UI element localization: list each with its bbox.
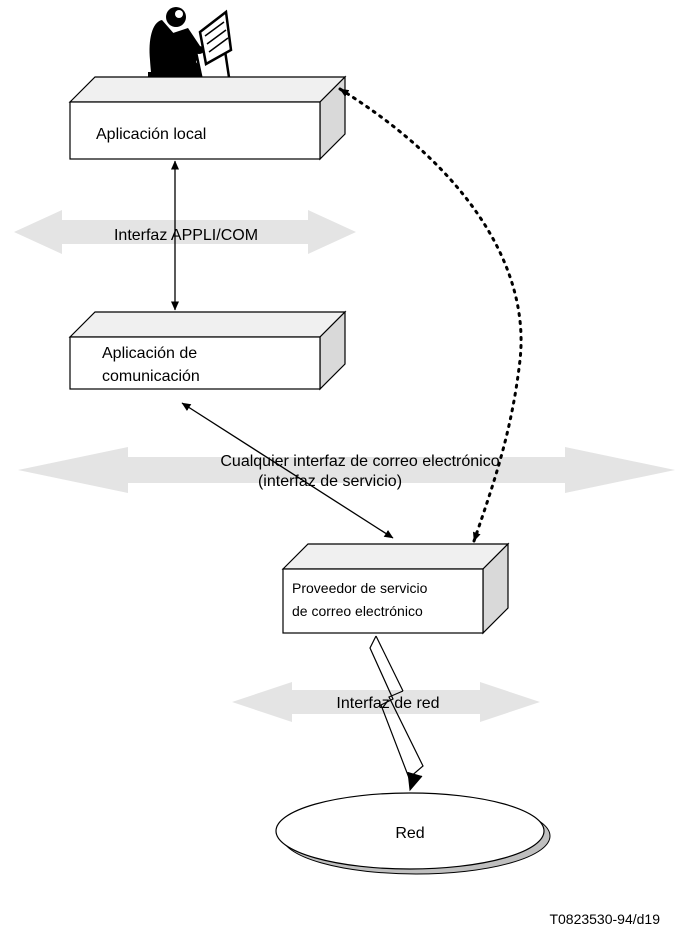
network-access-link bbox=[369, 635, 424, 792]
email-interface-label-line1: Cualquier interfaz de correo electrónico bbox=[220, 453, 499, 470]
email-service-provider-label-line1: Proveedor de servicio bbox=[292, 580, 428, 596]
appli-com-interface-label: Interfaz APPLI/COM bbox=[114, 227, 258, 244]
email-service-provider-label-line2: de correo electrónico bbox=[292, 603, 423, 619]
local-to-provider-dotted-arrow bbox=[338, 87, 523, 543]
communication-application-box: Aplicación de comunicación bbox=[68, 310, 347, 391]
network-label: Red bbox=[395, 825, 424, 842]
local-application-label: Aplicación local bbox=[96, 126, 206, 143]
local-application-box: Aplicación local bbox=[68, 75, 347, 161]
appli-com-interface-band bbox=[14, 210, 356, 254]
network-node: Red bbox=[275, 792, 551, 875]
email-interface-label-line2: (interfaz de servicio) bbox=[258, 473, 402, 490]
email-service-provider-box: Proveedor de servicio de correo electrón… bbox=[281, 542, 510, 635]
communication-application-label-line2: comunicación bbox=[102, 368, 200, 385]
communication-application-label-line1: Aplicación de bbox=[102, 345, 197, 362]
figure-reference: T0823530-94/d19 bbox=[549, 911, 660, 927]
network-interface-label: Interfaz de red bbox=[336, 695, 439, 712]
